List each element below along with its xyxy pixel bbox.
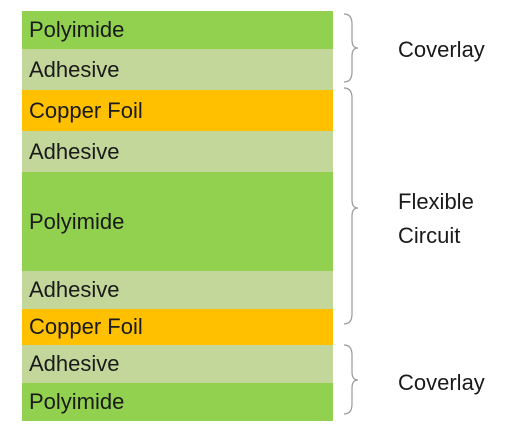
layer-polyimide-core: Polyimide (22, 172, 333, 271)
layer-copper-foil-top: Copper Foil (22, 90, 333, 131)
layer-label: Adhesive (29, 277, 120, 302)
layer-label: Copper Foil (29, 97, 143, 123)
group-label-coverlay-top: Coverlay (398, 37, 485, 62)
layer-adhesive-bottom: Adhesive (22, 345, 333, 383)
brace-coverlay-top (343, 13, 359, 83)
layer-polyimide-bottom: Polyimide (22, 383, 333, 421)
group-label-flexible: Flexible (398, 189, 474, 214)
layer-label: Copper Foil (29, 314, 143, 339)
layer-label: Adhesive (29, 351, 120, 376)
group-label-circuit: Circuit (398, 223, 461, 248)
layer-label: Adhesive (29, 138, 120, 164)
layer-adhesive-lower-inner: Adhesive (22, 271, 333, 309)
group-label-coverlay-bottom: Coverlay (398, 370, 485, 395)
layer-polyimide-top: Polyimide (22, 11, 333, 49)
layer-stack: Polyimide Adhesive Copper Foil Adhesive … (22, 11, 333, 421)
brace-coverlay-bottom (343, 344, 359, 415)
layer-label: Polyimide (29, 389, 125, 414)
layer-copper-foil-bottom: Copper Foil (22, 309, 333, 345)
brace-flexible-circuit (343, 87, 359, 325)
layer-label: Adhesive (29, 56, 120, 82)
layer-label: Polyimide (29, 208, 125, 234)
layer-adhesive-top: Adhesive (22, 49, 333, 90)
layer-adhesive-upper-inner: Adhesive (22, 131, 333, 172)
layer-label: Polyimide (29, 17, 125, 42)
